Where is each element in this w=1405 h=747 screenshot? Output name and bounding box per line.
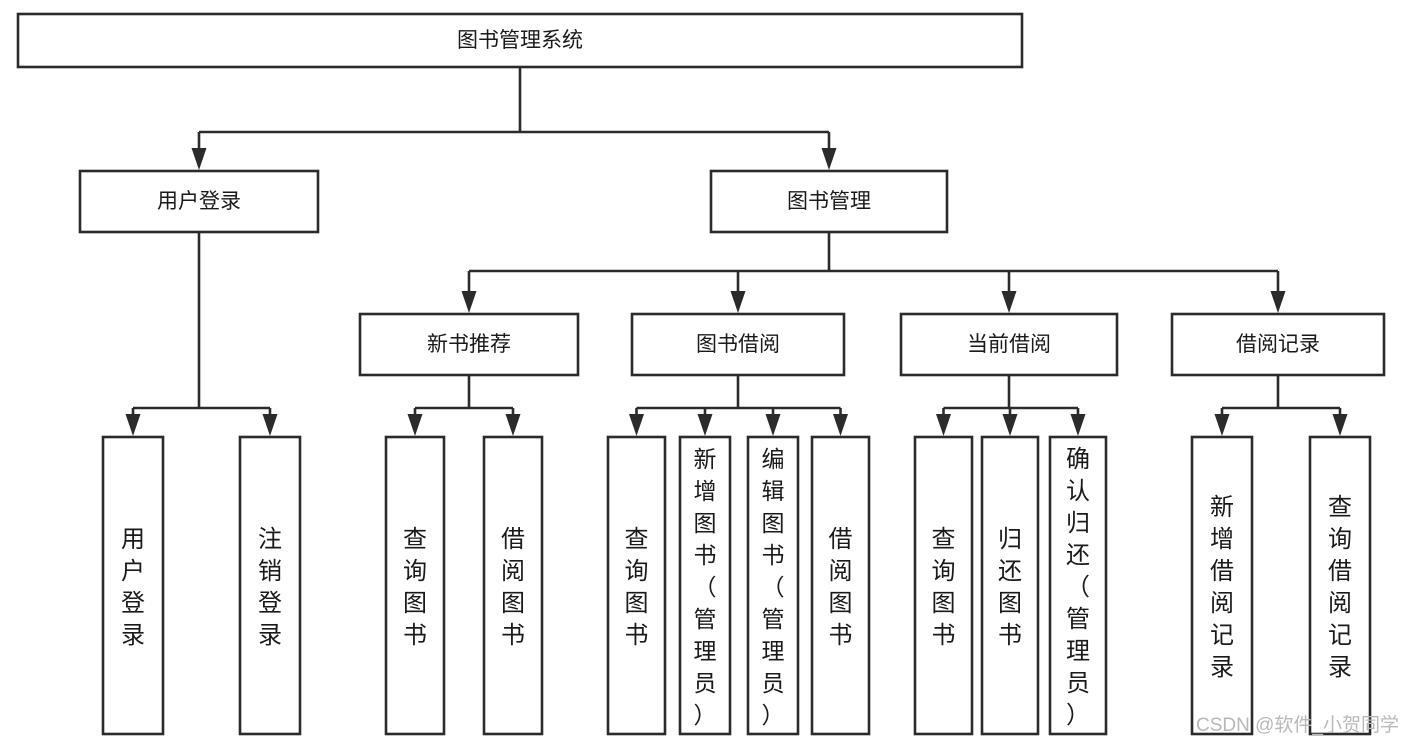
arrow-head-icon [765, 414, 781, 436]
node-leaf-confirm-return[interactable]: 确认归还（管理员） [1048, 435, 1108, 736]
node-box-leaf-add-book[interactable] [678, 435, 732, 736]
arrow-head-icon [191, 148, 207, 170]
node-book-borrow[interactable]: 图书借阅 [630, 312, 846, 377]
node-label-current-borrow: 当前借阅 [967, 333, 1051, 356]
node-box-leaf-edit-book[interactable] [746, 435, 800, 736]
nodes-layer: 图书管理系统用户登录图书管理新书推荐图书借阅当前借阅借阅记录用户登录注销登录查询… [16, 12, 1386, 736]
node-root[interactable]: 图书管理系统 [16, 12, 1024, 69]
node-user-login[interactable]: 用户登录 [78, 169, 320, 234]
node-box-root[interactable] [16, 12, 1024, 69]
node-label-leaf-return-book: 归还图书 [998, 526, 1022, 649]
node-box-leaf-user-login[interactable] [101, 435, 165, 736]
node-leaf-user-login[interactable]: 用户登录 [101, 435, 165, 736]
node-box-leaf-query-book-2[interactable] [606, 435, 667, 736]
arrow-head-icon [461, 291, 477, 313]
arrow-head-icon [505, 414, 521, 436]
connector-conn-record-to-leaves [1214, 375, 1348, 436]
node-leaf-query-book-3[interactable]: 查询图书 [913, 435, 974, 736]
node-label-borrow-record: 借阅记录 [1236, 333, 1320, 356]
node-label-user-login: 用户登录 [157, 190, 241, 213]
connector-conn-newbook-to-leaves [407, 375, 521, 436]
arrow-head-icon [407, 414, 423, 436]
arrow-head-icon [1214, 414, 1230, 436]
connector-conn-root-to-level2 [191, 67, 837, 170]
node-label-leaf-query-book-3: 查询图书 [932, 526, 956, 649]
connectors-layer [125, 67, 1348, 436]
node-leaf-borrow-book-1[interactable]: 借阅图书 [482, 435, 544, 736]
node-box-borrow-record[interactable] [1170, 312, 1386, 377]
arrow-head-icon [821, 148, 837, 170]
node-label-leaf-add-record: 新增借阅记录 [1210, 494, 1234, 681]
csdn-watermark: CSDN @软件_小贺同学 [1196, 714, 1399, 736]
node-box-book-borrow[interactable] [630, 312, 846, 377]
arrow-head-icon [629, 414, 644, 436]
node-box-leaf-confirm-return[interactable] [1048, 435, 1108, 736]
node-box-leaf-query-book-1[interactable] [384, 435, 446, 736]
arrow-head-icon [1001, 291, 1017, 313]
node-label-book-manage: 图书管理 [787, 190, 871, 213]
arrow-head-icon [730, 291, 746, 313]
node-box-leaf-query-book-3[interactable] [913, 435, 974, 736]
connector-conn-borrow-to-leaves [629, 375, 848, 436]
connector-conn-current-to-leaves [936, 375, 1086, 436]
node-label-leaf-user-login: 用户登录 [121, 526, 145, 649]
node-leaf-borrow-book-2[interactable]: 借阅图书 [810, 435, 871, 736]
node-label-leaf-edit-book: 编辑图书（管理员） [762, 446, 785, 728]
node-label-root: 图书管理系统 [457, 29, 583, 52]
node-box-leaf-borrow-book-1[interactable] [482, 435, 544, 736]
node-leaf-query-book-1[interactable]: 查询图书 [384, 435, 446, 736]
arrow-head-icon [833, 414, 848, 436]
arrow-head-icon [1002, 414, 1018, 436]
node-box-book-manage[interactable] [709, 169, 949, 234]
node-leaf-logout[interactable]: 注销登录 [238, 435, 302, 736]
node-new-book-recommend[interactable]: 新书推荐 [358, 312, 580, 377]
node-label-leaf-logout: 注销登录 [258, 526, 282, 649]
arrow-head-icon [1332, 414, 1348, 436]
node-label-book-borrow: 图书借阅 [696, 333, 780, 356]
node-box-leaf-borrow-book-2[interactable] [810, 435, 871, 736]
arrow-head-icon [936, 414, 951, 436]
node-box-leaf-query-record[interactable] [1308, 435, 1372, 736]
node-label-new-book-recommend: 新书推荐 [427, 333, 511, 356]
arrow-head-icon [125, 414, 141, 436]
arrow-head-icon [262, 414, 278, 436]
connector-conn-userlogin-to-leaves [125, 232, 278, 436]
node-borrow-record[interactable]: 借阅记录 [1170, 312, 1386, 377]
node-box-user-login[interactable] [78, 169, 320, 234]
node-leaf-add-book[interactable]: 新增图书（管理员） [678, 435, 732, 736]
node-leaf-query-book-2[interactable]: 查询图书 [606, 435, 667, 736]
arrow-head-icon [1270, 291, 1286, 313]
node-book-manage[interactable]: 图书管理 [709, 169, 949, 234]
arrow-head-icon [697, 414, 713, 436]
node-current-borrow[interactable]: 当前借阅 [899, 312, 1119, 377]
node-label-leaf-borrow-book-1: 借阅图书 [501, 526, 525, 649]
node-box-leaf-add-record[interactable] [1190, 435, 1254, 736]
node-box-leaf-return-book[interactable] [980, 435, 1040, 736]
node-leaf-edit-book[interactable]: 编辑图书（管理员） [746, 435, 800, 736]
node-label-leaf-add-book: 新增图书（管理员） [694, 446, 717, 728]
node-leaf-query-record[interactable]: 查询借阅记录 [1308, 435, 1372, 736]
node-box-new-book-recommend[interactable] [358, 312, 580, 377]
node-label-leaf-borrow-book-2: 借阅图书 [829, 526, 853, 649]
arrow-head-icon [1070, 414, 1086, 436]
connector-conn-bookmanage-to-level3 [461, 232, 1286, 313]
node-leaf-add-record[interactable]: 新增借阅记录 [1190, 435, 1254, 736]
node-label-leaf-query-book-1: 查询图书 [403, 526, 427, 649]
node-label-leaf-query-book-2: 查询图书 [625, 526, 649, 649]
node-label-leaf-confirm-return: 确认归还（管理员） [1066, 446, 1090, 729]
node-box-current-borrow[interactable] [899, 312, 1119, 377]
node-box-leaf-logout[interactable] [238, 435, 302, 736]
node-label-leaf-query-record: 查询借阅记录 [1328, 494, 1352, 681]
node-leaf-return-book[interactable]: 归还图书 [980, 435, 1040, 736]
